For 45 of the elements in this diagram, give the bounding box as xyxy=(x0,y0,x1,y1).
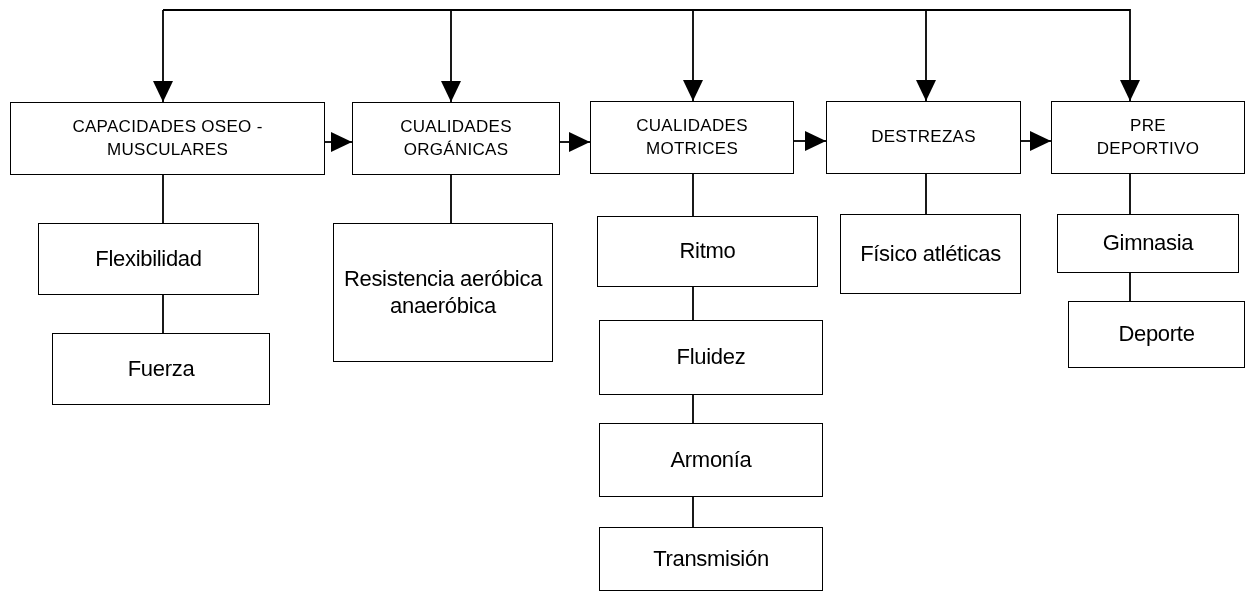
item-label: Gimnasia xyxy=(1102,230,1194,257)
item-box xyxy=(597,216,818,287)
category-box xyxy=(1051,101,1245,174)
connector-line xyxy=(162,294,164,334)
arrow xyxy=(793,131,827,151)
arrow xyxy=(153,9,173,103)
category-label: CAPACIDADES OSEO - MUSCULARES xyxy=(71,116,264,161)
category-box xyxy=(352,102,560,175)
connector-line xyxy=(1129,173,1131,215)
item-label: Transmisión xyxy=(653,545,769,573)
item-box xyxy=(599,423,823,497)
item-box xyxy=(840,214,1021,294)
category-box xyxy=(826,101,1021,174)
connector-line xyxy=(925,173,927,215)
item-label: Deporte xyxy=(1118,321,1195,348)
connector-line xyxy=(692,394,694,424)
item-label: Flexibilidad xyxy=(95,245,202,273)
item-label: Físico atléticas xyxy=(860,240,1001,268)
connector-line xyxy=(692,286,694,321)
arrow xyxy=(1020,131,1052,151)
category-box xyxy=(590,101,794,174)
category-box xyxy=(10,102,325,175)
item-box xyxy=(599,527,823,591)
category-label: DESTREZAS xyxy=(871,126,976,149)
category-label: CUALIDADES MOTRICES xyxy=(635,115,749,160)
arrow xyxy=(324,132,353,152)
item-label: Fuerza xyxy=(127,355,195,383)
item-label: Ritmo xyxy=(679,238,736,265)
category-label: PRE DEPORTIVO xyxy=(1095,115,1201,160)
item-box xyxy=(599,320,823,395)
connector-line xyxy=(692,496,694,528)
item-label: Fluidez xyxy=(676,344,746,371)
item-box xyxy=(333,223,553,362)
arrow xyxy=(559,132,591,152)
connector-line xyxy=(692,173,694,217)
connector-line xyxy=(450,174,452,224)
item-label: Armonía xyxy=(670,446,752,474)
item-box xyxy=(38,223,259,295)
connector-line xyxy=(1129,272,1131,302)
connector-line xyxy=(162,174,164,224)
category-label: CUALIDADES ORGÁNICAS xyxy=(399,116,513,161)
item-box xyxy=(1068,301,1245,368)
item-box xyxy=(1057,214,1239,273)
item-label: Resistencia aeróbica anaeróbica xyxy=(343,266,543,319)
item-box xyxy=(52,333,270,405)
